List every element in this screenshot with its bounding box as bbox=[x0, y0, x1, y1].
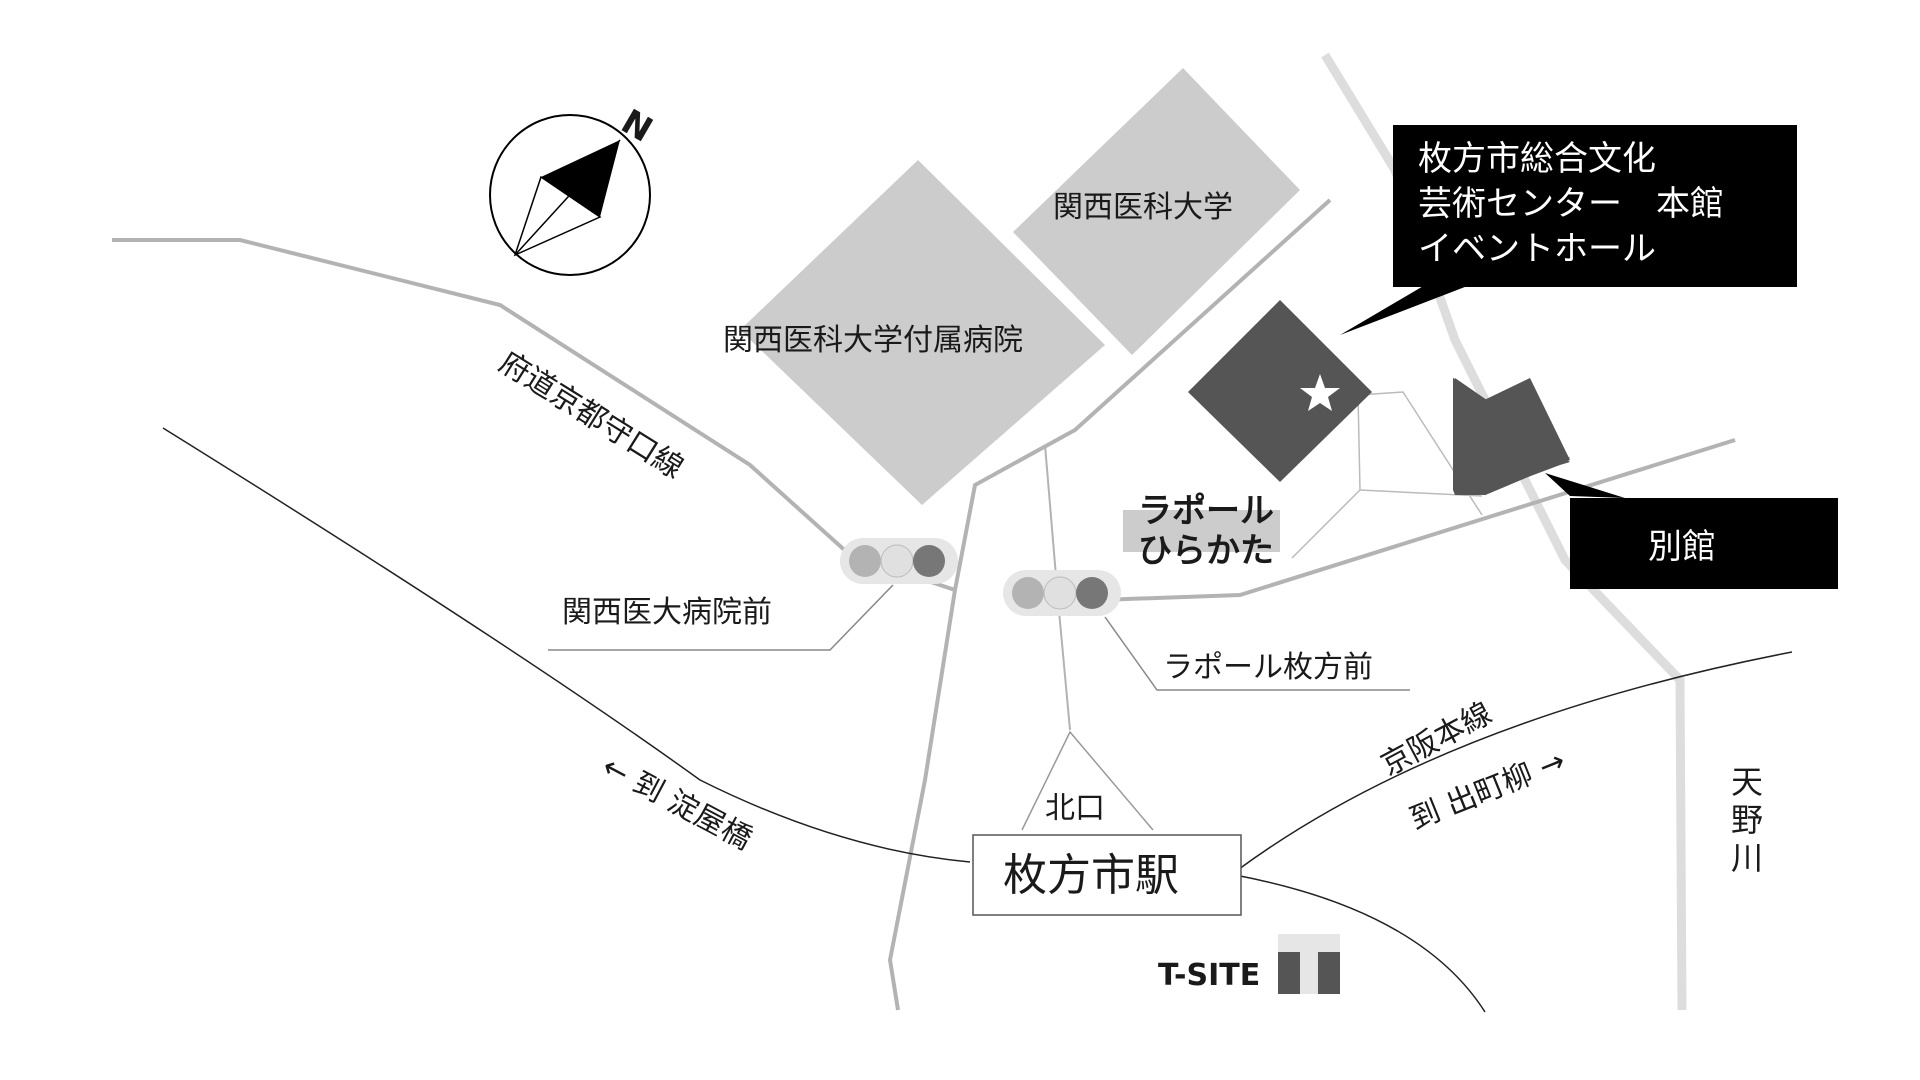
tsite-icon bbox=[1278, 934, 1340, 994]
hospital-building bbox=[740, 160, 1105, 505]
station-label: 枚方市駅 bbox=[1003, 850, 1179, 901]
bus-stop-circle bbox=[1076, 577, 1108, 609]
bus-stop-circle bbox=[1012, 577, 1044, 609]
callout-main-line2: 芸術センター 本館 bbox=[1418, 184, 1724, 224]
callout-annex bbox=[1545, 473, 1838, 589]
laport-highlight bbox=[1123, 510, 1280, 552]
callout-main-line3: イベントホール bbox=[1418, 229, 1656, 269]
keihan-line-west bbox=[162, 427, 971, 863]
tsite-label: T-SITE bbox=[1158, 958, 1260, 993]
bus-stop-circle bbox=[913, 545, 945, 577]
track-southeast bbox=[1234, 874, 1486, 1013]
bus-stop-circle bbox=[849, 545, 881, 577]
station-box bbox=[972, 834, 1242, 916]
callout-annex-label: 別館 bbox=[1648, 527, 1716, 567]
laport-label-line1: ラポール bbox=[1138, 491, 1274, 531]
leader-lines bbox=[548, 584, 1410, 691]
annex-box bbox=[1453, 378, 1570, 494]
bus-stop-laport bbox=[1003, 570, 1121, 616]
bus-stop-laport-label: ラポール枚方前 bbox=[1163, 650, 1373, 685]
to-yodoyabashi-label: ← 到 淀屋橋 bbox=[596, 749, 757, 857]
keihan-line-east bbox=[1234, 651, 1793, 873]
main-hall-building bbox=[1188, 300, 1372, 482]
hospital-label: 関西医科大学付属病院 bbox=[723, 323, 1023, 358]
callout-main-hall bbox=[1340, 125, 1797, 335]
bus-stop-kansai-label: 関西医大病院前 bbox=[562, 595, 772, 630]
bus-stop-kansai bbox=[840, 538, 958, 584]
bus-stop-circle bbox=[880, 544, 914, 578]
river-label: 天野川 bbox=[1726, 765, 1764, 879]
bus-stop-circle bbox=[1043, 576, 1077, 610]
north-exit-label: 北口 bbox=[1045, 791, 1105, 826]
university-building bbox=[1013, 68, 1300, 355]
road-diagonal bbox=[887, 198, 1332, 1011]
north-exit-path bbox=[1021, 730, 1154, 831]
railway bbox=[162, 427, 1793, 1013]
compass-icon: N bbox=[489, 102, 659, 276]
venue-star-icon bbox=[1300, 374, 1340, 411]
callout-main-line1: 枚方市総合文化 bbox=[1418, 139, 1656, 179]
prefectural-road-label: 府道京都守口線 bbox=[493, 345, 690, 486]
laport-label-line2: ひらかた bbox=[1138, 531, 1274, 571]
university-label: 関西医科大学 bbox=[1053, 190, 1233, 225]
